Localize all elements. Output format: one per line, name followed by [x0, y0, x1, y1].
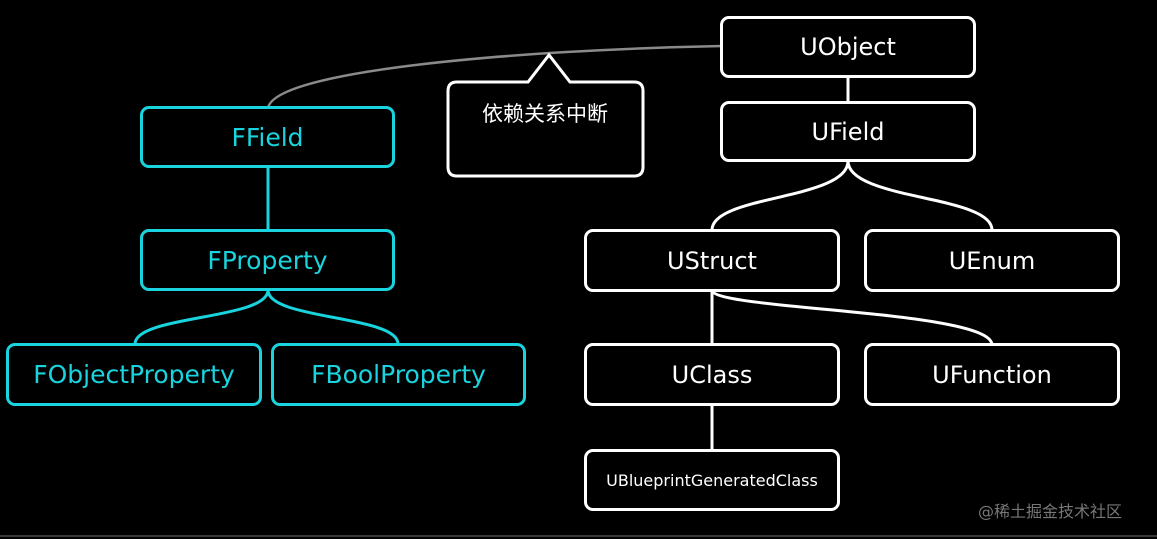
connector-ufield-uenum: [846, 160, 994, 231]
node-ffield[interactable]: FField: [140, 106, 395, 168]
broken-dependency-arc: [266, 44, 723, 109]
callout-bubble: [446, 52, 645, 178]
node-fproperty[interactable]: FProperty: [140, 229, 395, 291]
node-ustruct[interactable]: UStruct: [584, 229, 840, 292]
node-fobjectproperty[interactable]: FObjectProperty: [6, 343, 262, 406]
connector-ustruct-ufunction: [710, 289, 994, 346]
node-fboolproperty[interactable]: FBoolProperty: [271, 343, 526, 406]
node-uobject[interactable]: UObject: [720, 16, 976, 78]
node-uclass[interactable]: UClass: [584, 343, 840, 406]
node-ufield[interactable]: UField: [720, 101, 976, 162]
connector-ufield-ustruct: [710, 160, 850, 231]
connector-fproperty-fobjectproperty: [133, 289, 270, 345]
callout-text: 依赖关系中断: [482, 102, 608, 126]
watermark: @稀土掘金技术社区: [978, 502, 1123, 521]
connector-fproperty-fboolproperty: [266, 289, 400, 345]
node-ublueprintgeneratedclass[interactable]: UBlueprintGeneratedClass: [584, 449, 840, 511]
node-uenum[interactable]: UEnum: [864, 229, 1120, 292]
node-ufunction[interactable]: UFunction: [864, 343, 1120, 406]
bottom-divider: [0, 535, 1157, 537]
